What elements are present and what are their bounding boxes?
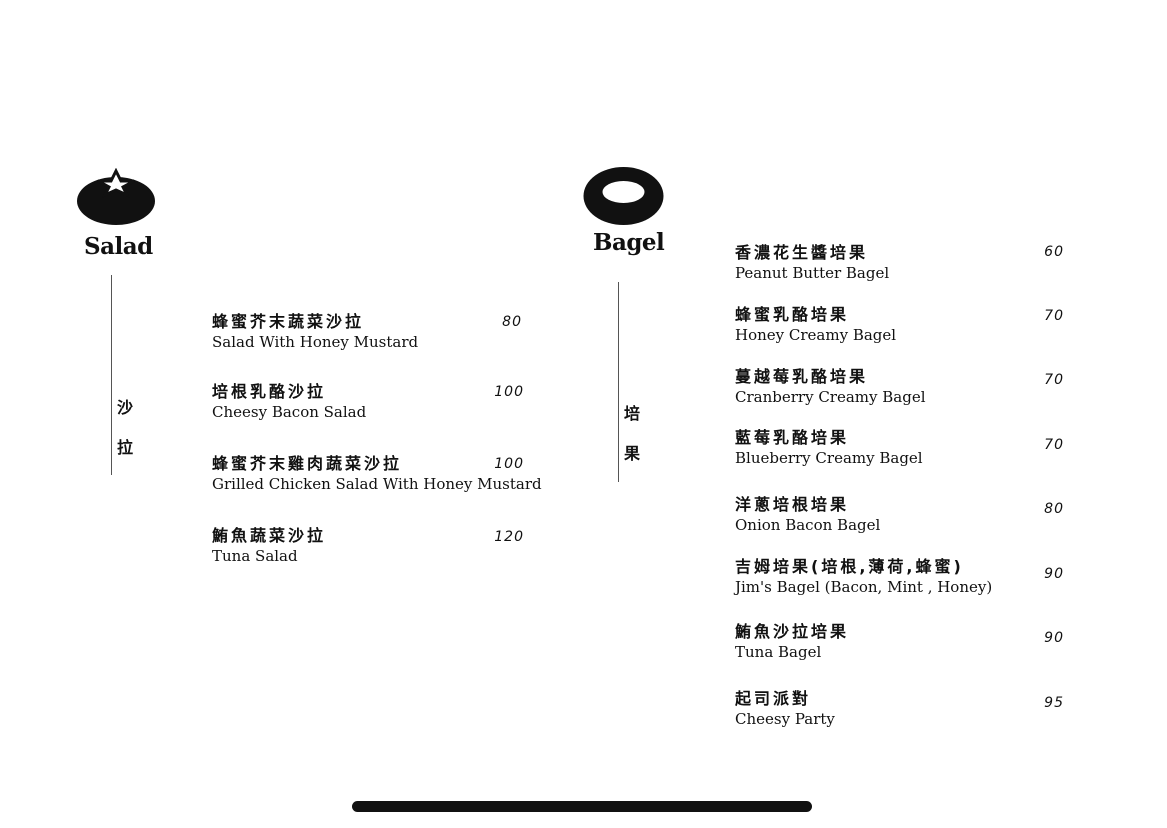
bagel-section-title: Bagel xyxy=(593,229,665,256)
item-name-zh: 鮪魚沙拉培果 xyxy=(735,622,850,641)
menu-item-tuna-bagel: 鮪魚沙拉培果 Tuna Bagel xyxy=(735,622,849,662)
item-price: 95 xyxy=(1044,695,1064,711)
salad-vertical-label-2: 拉 xyxy=(117,438,134,457)
menu-item-tuna-salad: 鮪魚蔬菜沙拉 Tuna Salad xyxy=(212,526,326,566)
item-name-zh: 鮪魚蔬菜沙拉 xyxy=(212,526,327,545)
item-price: 80 xyxy=(502,314,522,330)
item-price: 100 xyxy=(494,456,524,472)
salad-section-title: Salad xyxy=(84,233,153,260)
home-indicator[interactable] xyxy=(352,801,812,812)
item-name-zh: 蜂蜜芥末雞肉蔬菜沙拉 xyxy=(212,454,403,473)
item-name-zh: 香濃花生醬培果 xyxy=(735,243,869,262)
item-name-en: Cheesy Bacon Salad xyxy=(212,403,367,421)
item-name-en: Jim's Bagel (Bacon, Mint , Honey) xyxy=(735,578,993,596)
menu-item-honey-creamy-bagel: 蜂蜜乳酪培果 Honey Creamy Bagel xyxy=(735,305,896,345)
menu-item-grilled-chicken-salad: 蜂蜜芥末雞肉蔬菜沙拉 Grilled Chicken Salad With Ho… xyxy=(212,454,542,494)
item-price: 70 xyxy=(1044,308,1064,324)
bagel-icon xyxy=(583,166,664,226)
menu-item-salad-honey-mustard: 蜂蜜芥末蔬菜沙拉 Salad With Honey Mustard xyxy=(212,312,418,352)
item-price: 90 xyxy=(1044,566,1064,582)
item-name-en: Cheesy Party xyxy=(735,710,835,728)
item-name-en: Salad With Honey Mustard xyxy=(212,333,419,351)
blueberry-icon xyxy=(76,167,156,226)
item-price: 80 xyxy=(1044,501,1064,517)
menu-item-cheesy-bacon-salad: 培根乳酪沙拉 Cheesy Bacon Salad xyxy=(212,382,366,422)
item-price: 70 xyxy=(1044,437,1064,453)
item-price: 120 xyxy=(494,529,524,545)
item-price: 70 xyxy=(1044,372,1064,388)
item-name-en: Tuna Salad xyxy=(212,547,298,565)
salad-divider-line xyxy=(111,275,112,475)
item-name-zh: 培根乳酪沙拉 xyxy=(212,382,327,401)
item-name-en: Tuna Bagel xyxy=(735,643,822,661)
bagel-vertical-label-1: 培 xyxy=(624,404,641,423)
salad-vertical-label-1: 沙 xyxy=(117,398,134,417)
menu-item-jims-bagel: 吉姆培果(培根,薄荷,蜂蜜) Jim's Bagel (Bacon, Mint … xyxy=(735,557,992,597)
item-name-zh: 藍莓乳酪培果 xyxy=(735,428,850,447)
menu-item-cheesy-party: 起司派對 Cheesy Party xyxy=(735,689,835,729)
item-name-en: Grilled Chicken Salad With Honey Mustard xyxy=(212,475,542,493)
item-name-en: Onion Bacon Bagel xyxy=(735,516,881,534)
item-name-zh: 起司派對 xyxy=(735,689,812,708)
menu-item-cranberry-creamy-bagel: 蔓越莓乳酪培果 Cranberry Creamy Bagel xyxy=(735,367,926,407)
menu-item-blueberry-creamy-bagel: 藍莓乳酪培果 Blueberry Creamy Bagel xyxy=(735,428,923,468)
item-name-zh: 蜂蜜芥末蔬菜沙拉 xyxy=(212,312,365,331)
item-name-en: Honey Creamy Bagel xyxy=(735,326,897,344)
item-price: 60 xyxy=(1044,244,1064,260)
menu-item-peanut-butter-bagel: 香濃花生醬培果 Peanut Butter Bagel xyxy=(735,243,889,283)
menu-item-onion-bacon-bagel: 洋蔥培根培果 Onion Bacon Bagel xyxy=(735,495,880,535)
item-name-zh: 吉姆培果(培根,薄荷,蜂蜜) xyxy=(735,557,964,576)
bagel-divider-line xyxy=(618,282,619,482)
item-name-zh: 蔓越莓乳酪培果 xyxy=(735,367,869,386)
item-name-en: Cranberry Creamy Bagel xyxy=(735,388,926,406)
item-price: 100 xyxy=(494,384,524,400)
bagel-vertical-label-2: 果 xyxy=(624,444,641,463)
item-name-en: Peanut Butter Bagel xyxy=(735,264,890,282)
item-name-zh: 蜂蜜乳酪培果 xyxy=(735,305,850,324)
item-name-en: Blueberry Creamy Bagel xyxy=(735,449,923,467)
item-price: 90 xyxy=(1044,630,1064,646)
item-name-zh: 洋蔥培根培果 xyxy=(735,495,850,514)
